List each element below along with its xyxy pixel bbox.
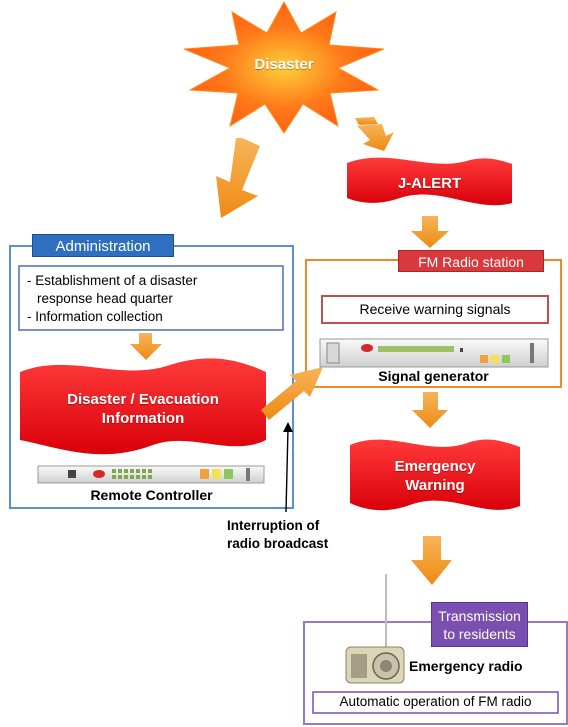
arrow-disaster-to-jalert — [355, 117, 394, 151]
arrow-tasks-to-info — [130, 333, 162, 360]
interruption-line-1: Interruption of — [227, 518, 320, 533]
arrow-admin-to-fm — [261, 367, 323, 420]
admin-info-banner — [20, 358, 266, 455]
automatic-operation-label: Automatic operation of FM radio — [339, 694, 532, 709]
arrow-disaster-to-admin — [216, 138, 260, 218]
fm-title: FM Radio station — [398, 250, 544, 272]
arrow-emergency-to-residents — [411, 536, 452, 585]
arrow-fm-to-emergency — [412, 392, 448, 428]
residents-title: Transmission to residents — [431, 602, 528, 647]
disaster-burst — [183, 0, 385, 134]
emergency-warning-line-1: Emergency — [394, 458, 476, 475]
emergency-warning-banner — [350, 439, 520, 511]
disaster-label: Disaster — [254, 56, 314, 73]
signal-generator-label: Signal generator — [378, 368, 489, 384]
admin-info-line-1: Disaster / Evacuation — [67, 391, 219, 408]
arrow-jalert-to-fm — [411, 216, 449, 248]
residents-title-line-2: to residents — [443, 626, 516, 642]
emergency-radio-label: Emergency radio — [409, 658, 523, 674]
interruption-pointer — [283, 422, 293, 513]
admin-task-2: response head quarter — [37, 291, 173, 306]
residents-title-line-1: Transmission — [438, 608, 521, 624]
admin-info-line-2: Information — [101, 410, 185, 427]
admin-tasks-box — [18, 265, 284, 331]
admin-task-3: - Information collection — [27, 309, 163, 324]
jalert-banner — [347, 157, 512, 206]
fm-receive-box — [321, 295, 549, 324]
emergency-radio-icon — [345, 574, 405, 684]
receive-warning-label: Receive warning signals — [359, 301, 511, 317]
emergency-warning-line-2: Warning — [405, 477, 465, 494]
automatic-operation-box — [312, 691, 559, 714]
interruption-line-2: radio broadcast — [227, 536, 329, 551]
remote-controller-label: Remote Controller — [90, 487, 213, 503]
admin-task-1: - Establishment of a disaster — [27, 273, 198, 288]
signal-generator-device — [319, 338, 549, 368]
remote-controller-device — [37, 465, 265, 484]
admin-title: Administration — [32, 234, 174, 257]
jalert-label: J-ALERT — [397, 175, 462, 192]
